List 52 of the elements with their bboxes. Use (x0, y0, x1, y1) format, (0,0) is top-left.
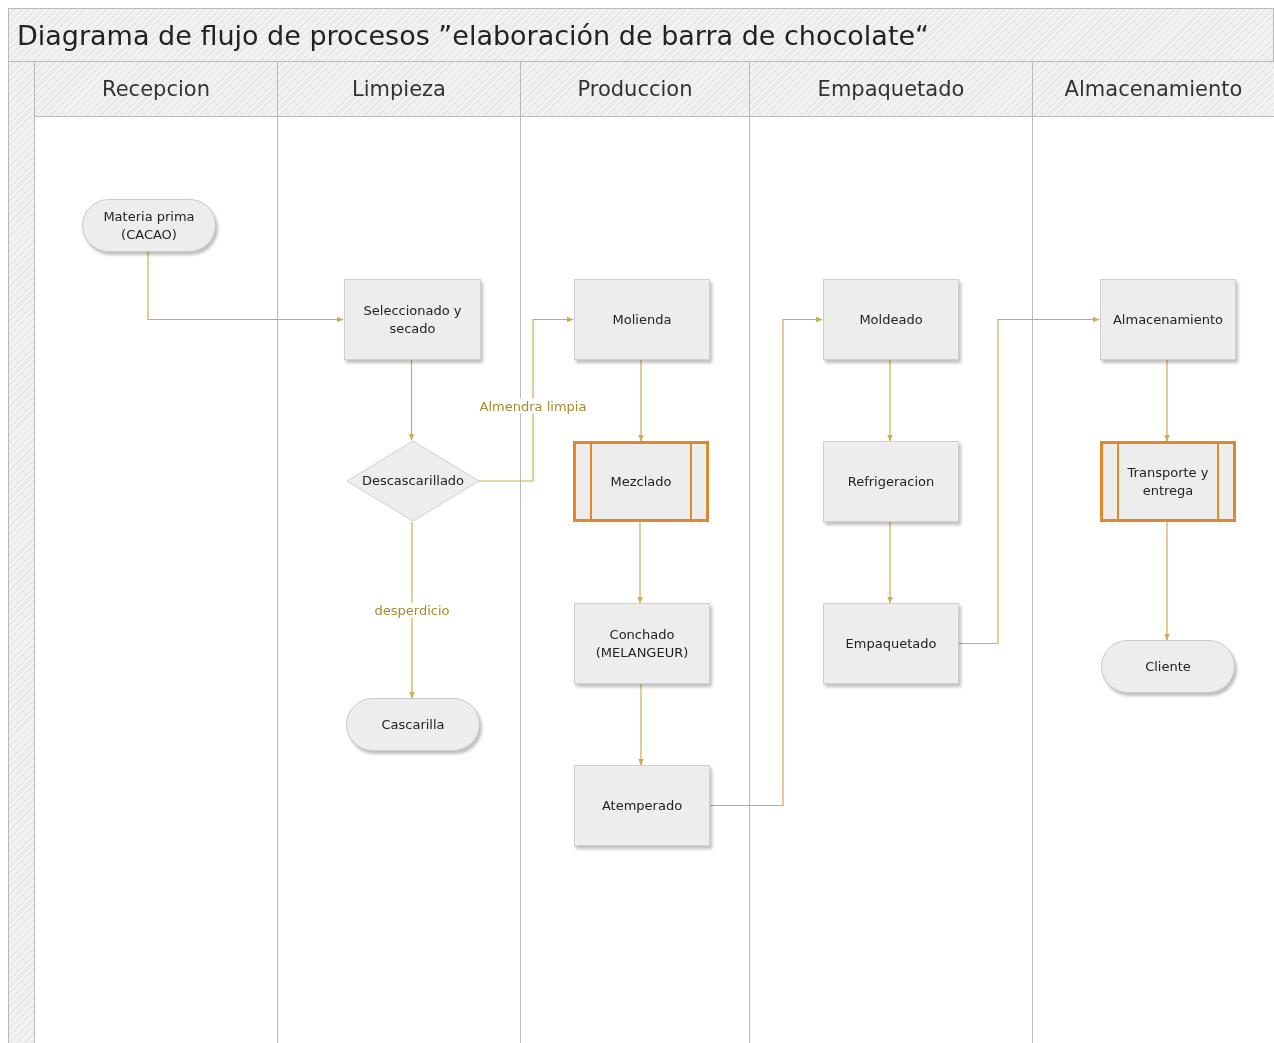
node-label: Cliente (1144, 657, 1192, 676)
process-box (1100, 279, 1236, 360)
lane-header: Produccion (521, 62, 749, 117)
node-label: Moldeado (858, 310, 924, 329)
connector-arrow (638, 359, 644, 442)
process-box (574, 765, 710, 846)
node-label: Descascarillado (360, 472, 466, 490)
node-label: Materia prima (CACAO) (102, 207, 196, 244)
lane-header: Limpieza (278, 62, 520, 117)
subprocess-box (1100, 441, 1236, 522)
node-label: Atemperado (600, 796, 684, 815)
process-box (823, 441, 959, 522)
node-label: Transporte y entrega (1126, 463, 1210, 500)
node-label: Cascarilla (380, 715, 446, 734)
swimlane (749, 62, 1032, 1043)
terminator-shape (1101, 640, 1235, 693)
terminator-shape (346, 698, 480, 751)
process-box (823, 279, 959, 360)
subprocess-box (573, 441, 709, 522)
node-label: Seleccionado y secado (362, 301, 463, 338)
lane-header: Empaquetado (750, 62, 1032, 117)
node-label: Conchado (MELANGEUR) (594, 625, 690, 662)
connector-arrow (1164, 359, 1170, 442)
edge-label: desperdicio (373, 602, 451, 618)
connector-arrow (1164, 521, 1170, 641)
connector-arrow (957, 316, 1100, 645)
connector-arrow (408, 359, 415, 441)
edge-label: Almendra limpia (478, 398, 588, 414)
process-box (574, 603, 710, 684)
connector-arrow (887, 521, 893, 604)
process-box (823, 603, 959, 684)
node-label: Empaquetado (844, 634, 938, 653)
connector-arrow (147, 251, 344, 323)
connector-arrow (637, 521, 643, 604)
connector-arrow (478, 316, 574, 482)
connector-arrow (887, 359, 893, 442)
pool-title: Diagrama de flujo de procesos ”elaboración de barra de chocolate“ (8, 8, 1274, 62)
node-label: Mezclado (609, 472, 673, 491)
lane-header: Almacenamiento (1033, 62, 1274, 117)
lane-header: Recepcion (35, 62, 277, 117)
terminator-shape (82, 199, 216, 252)
connector-arrow (638, 683, 644, 766)
connector-arrow (409, 521, 415, 699)
node-label: Almacenamiento (1111, 310, 1225, 329)
swimlane (34, 62, 277, 1043)
process-box (574, 279, 710, 360)
node-label: Molienda (611, 310, 673, 329)
connector-arrow (708, 316, 823, 807)
node-label: Refrigeracion (846, 472, 936, 491)
swimlane (1032, 62, 1274, 1043)
process-box (344, 279, 481, 360)
decision-diamond (346, 440, 480, 522)
